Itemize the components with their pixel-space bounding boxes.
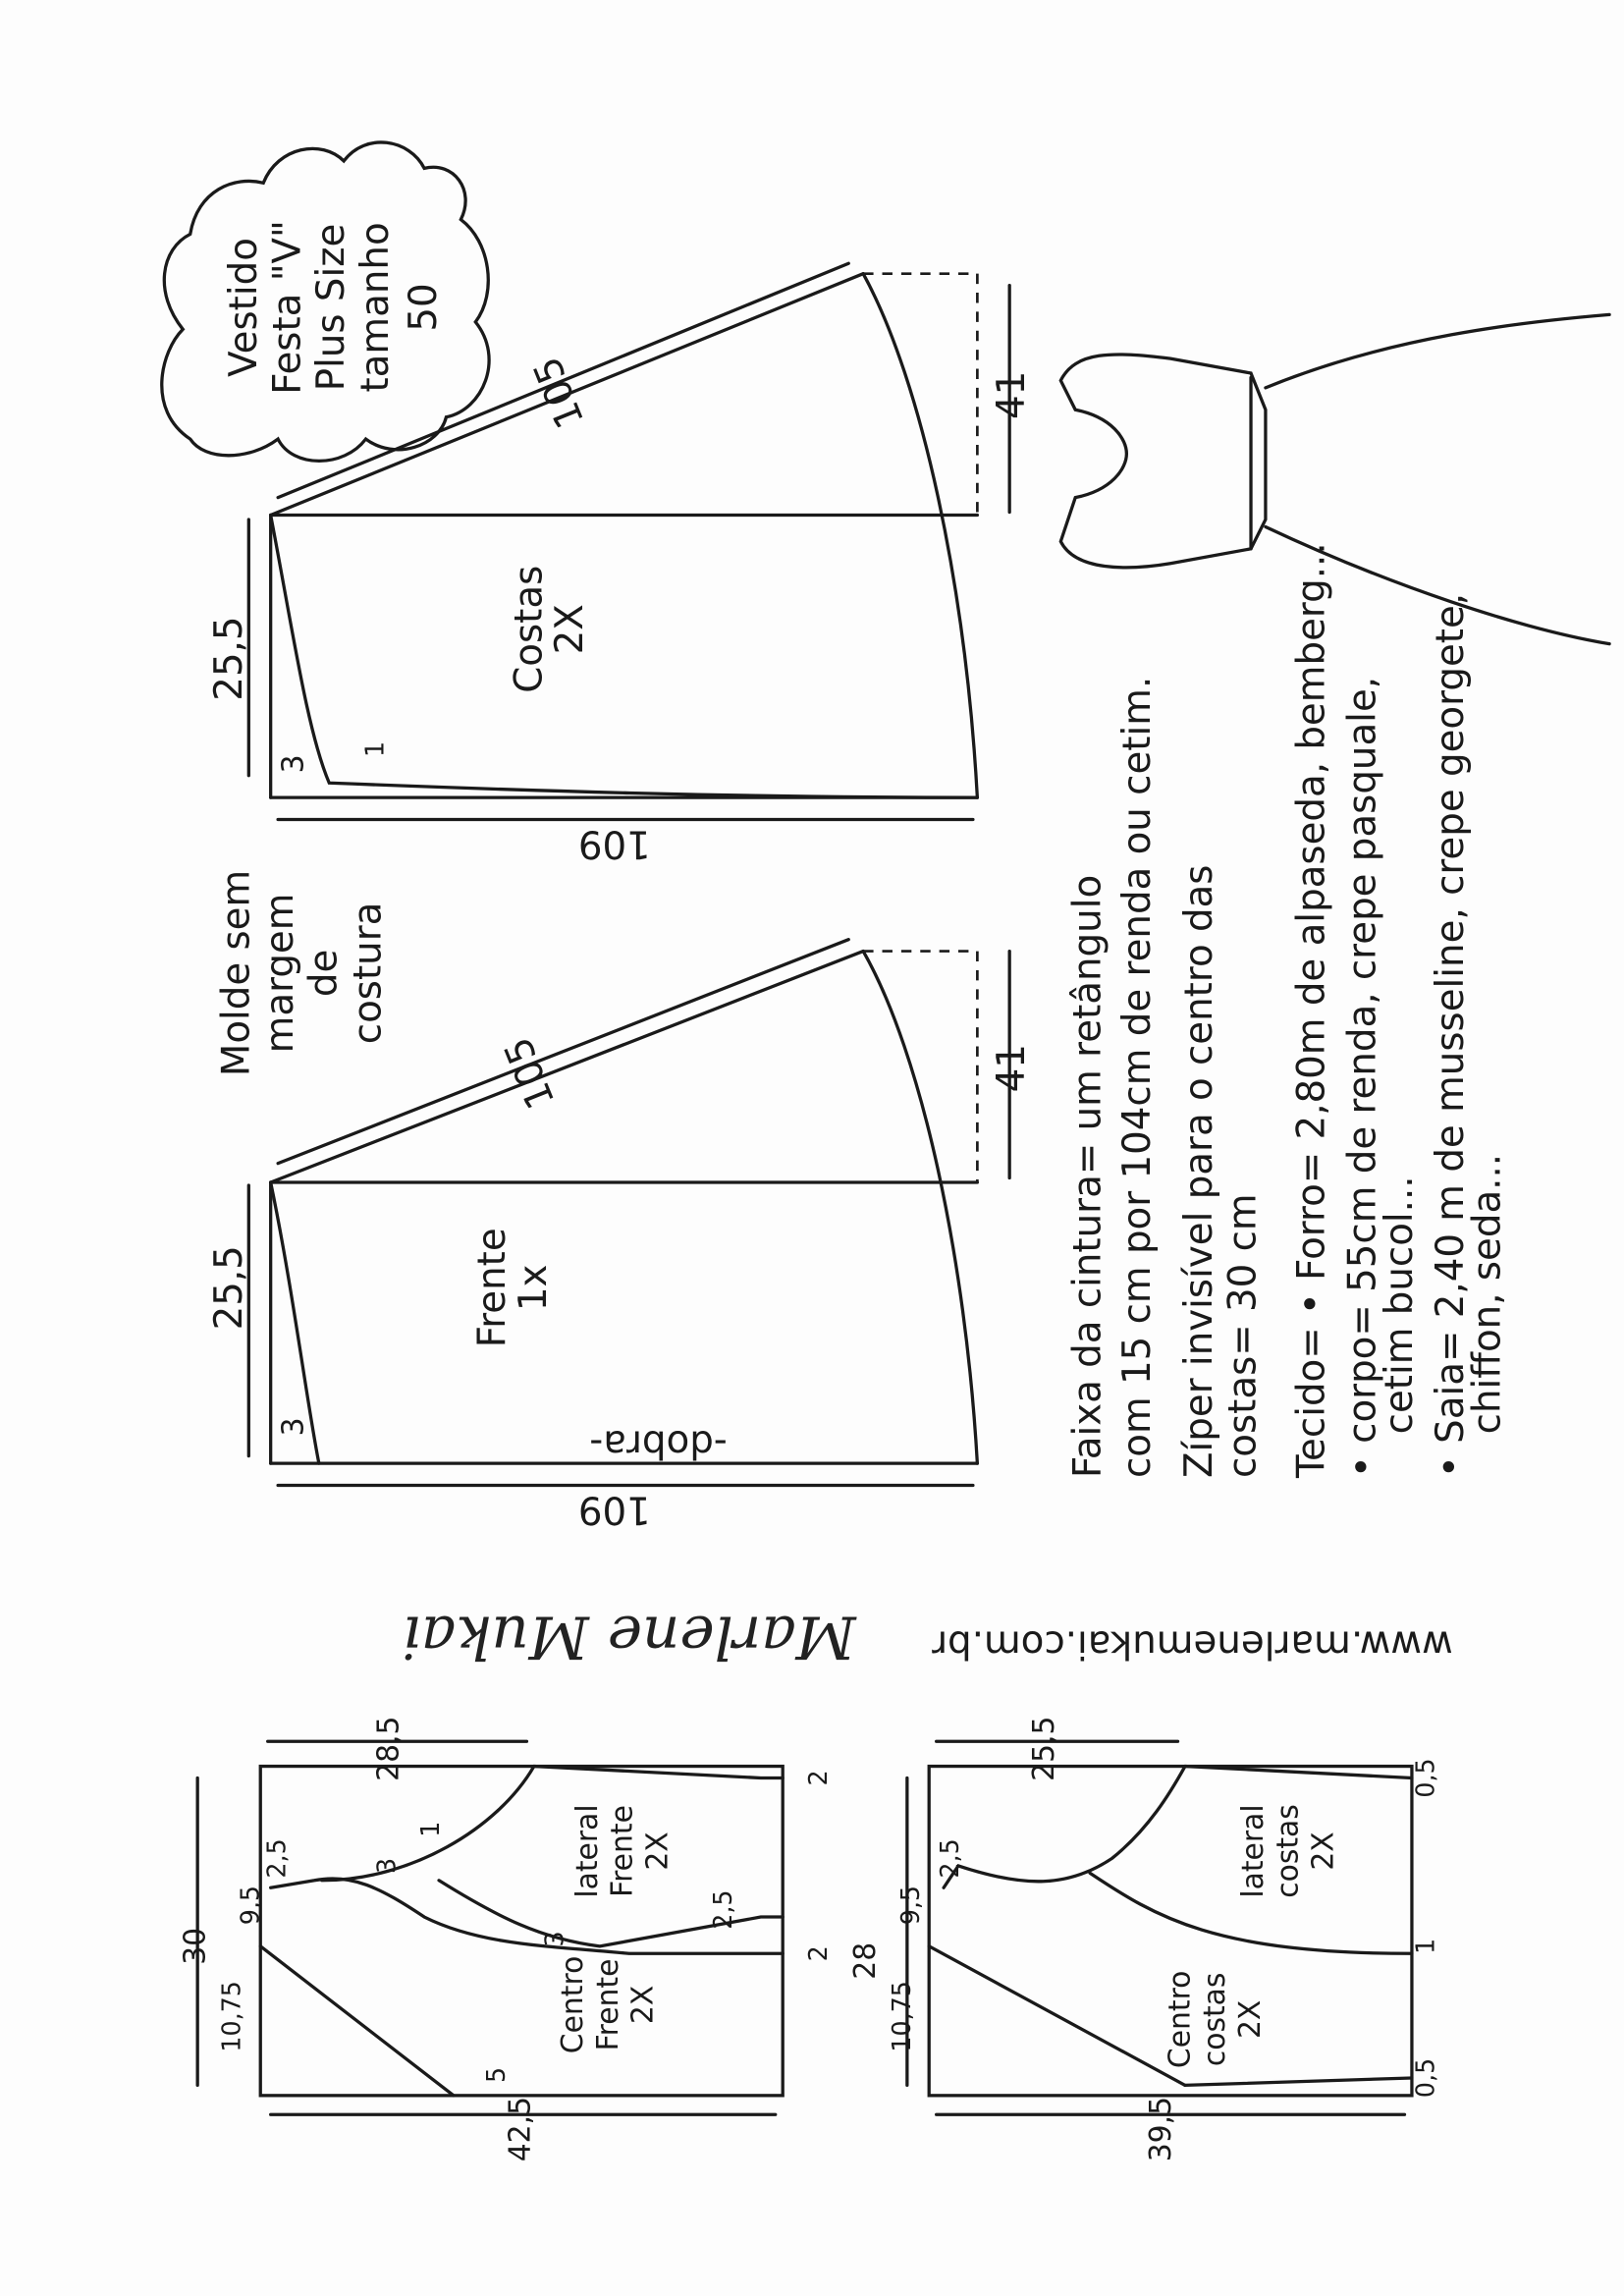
svg-text:Frente: Frente [606, 1805, 640, 1897]
costas-piece-count: 2X [548, 604, 592, 654]
svg-text:2,5: 2,5 [935, 1838, 964, 1878]
frente-skirt-piece: 105 41 25,5 3 Frente 1x -dobra- 109 [207, 938, 1034, 1531]
svg-text:costura: costura [346, 902, 390, 1045]
svg-text:Centro: Centro [556, 1956, 590, 2054]
svg-text:25,5: 25,5 [1027, 1717, 1061, 1781]
svg-text:9,5: 9,5 [895, 1886, 925, 1925]
title-line-2: Festa "V" [265, 220, 309, 395]
frente-piece-name: Frente [470, 1228, 514, 1347]
svg-text:2: 2 [803, 1945, 833, 1961]
costas-mark-label: 1 [359, 741, 389, 757]
dress-sketch [1058, 312, 1611, 646]
note-line: chiffon, seda... [1465, 1154, 1509, 1434]
svg-text:30: 30 [179, 1928, 213, 1965]
website: www.marlenemukai.com.br [932, 1621, 1453, 1666]
title-line-4: tamanho [353, 222, 398, 392]
frente-side-label: 25,5 [207, 1245, 251, 1330]
svg-text:lateral: lateral [570, 1804, 605, 1897]
costas-side-label: 25,5 [207, 616, 251, 700]
svg-text:Frente: Frente [591, 1959, 625, 2051]
svg-text:10,75: 10,75 [887, 1981, 916, 2052]
svg-text:1: 1 [1410, 1939, 1439, 1954]
svg-text:Centro: Centro [1163, 1971, 1197, 2069]
svg-text:3: 3 [371, 1858, 401, 1874]
note-line: • corpo= 55cm de renda, crepe pasquale, [1341, 677, 1385, 1478]
molde-note: Molde sem margem de costura [214, 870, 390, 1076]
note-line: Tecido= • Forro= 2,80m de alpaseda, bemb… [1290, 542, 1334, 1479]
note-line: Zíper invisível para o centro das [1177, 865, 1221, 1478]
svg-text:0,5: 0,5 [1410, 1758, 1439, 1797]
note-line: Faixa da cintura= um retângulo [1066, 875, 1110, 1478]
svg-text:de: de [302, 950, 347, 997]
bodice-front-piece: 28,5 30 2,5 9,5 10,75 42,5 5 3 1 3 2,5 2… [179, 1717, 833, 2162]
note-line: • Saia= 2,40 m de musseline, crepe georg… [1429, 593, 1473, 1478]
svg-text:Molde sem: Molde sem [214, 870, 258, 1076]
notes-block: Faixa da cintura= um retângulo com 15 cm… [1066, 542, 1510, 1479]
note-line: costas= 30 cm [1220, 1193, 1265, 1478]
svg-text:1: 1 [415, 1822, 445, 1837]
frente-width-label: 109 [578, 1487, 651, 1531]
svg-text:2,5: 2,5 [708, 1889, 737, 1929]
svg-text:lateral: lateral [1236, 1804, 1271, 1897]
svg-text:42,5: 42,5 [503, 2097, 537, 2161]
bodice-back-piece: 25,5 28 2,5 9,5 10,75 39,5 0,5 1 0,5 lat… [848, 1717, 1439, 2162]
svg-text:39,5: 39,5 [1144, 2097, 1178, 2161]
costas-diag-label: 105 [525, 351, 593, 434]
svg-text:margem: margem [258, 893, 302, 1053]
svg-text:2: 2 [803, 1770, 833, 1785]
frente-diag-label: 105 [496, 1031, 564, 1115]
svg-text:2X: 2X [1306, 1831, 1340, 1870]
svg-text:2X: 2X [640, 1831, 675, 1870]
title-line-1: Vestido [222, 238, 266, 377]
note-line: com 15 cm por 104cm de renda ou cetim. [1115, 677, 1160, 1478]
svg-text:costas: costas [1272, 1804, 1306, 1898]
costas-waist-in-label: 3 [276, 754, 310, 773]
title-line-5: 50 [402, 283, 446, 331]
frente-waist-in-label: 3 [276, 1417, 310, 1436]
costas-skirt-piece: 105 41 25,5 3 1 Costas 2X 109 [207, 261, 1034, 865]
svg-text:costas: costas [1198, 1973, 1232, 2067]
svg-text:10,75: 10,75 [216, 1981, 245, 2052]
svg-text:2X: 2X [1233, 2000, 1268, 2039]
svg-text:3: 3 [540, 1931, 569, 1946]
frente-piece-count: 1x [512, 1265, 556, 1312]
note-line: cetim bucol... [1378, 1175, 1422, 1434]
costas-hem-drop-label: 41 [990, 371, 1034, 419]
costas-width-label: 109 [578, 821, 651, 865]
frente-fold-label: -dobra- [589, 1421, 728, 1465]
costas-piece-name: Costas [507, 566, 551, 693]
svg-text:9,5: 9,5 [236, 1886, 265, 1925]
title-cloud: Vestido Festa "V" Plus Size tamanho 50 [160, 140, 491, 464]
svg-text:28,5: 28,5 [371, 1717, 406, 1781]
frente-hem-drop-label: 41 [990, 1044, 1034, 1092]
svg-text:0,5: 0,5 [1410, 2058, 1439, 2098]
svg-text:5: 5 [481, 2067, 511, 2083]
title-line-3: Plus Size [309, 224, 353, 392]
signature: Marlene Mukai [403, 1603, 857, 1670]
svg-text:2X: 2X [626, 1986, 661, 2024]
svg-text:28: 28 [848, 1942, 883, 1980]
svg-text:2,5: 2,5 [262, 1838, 292, 1878]
